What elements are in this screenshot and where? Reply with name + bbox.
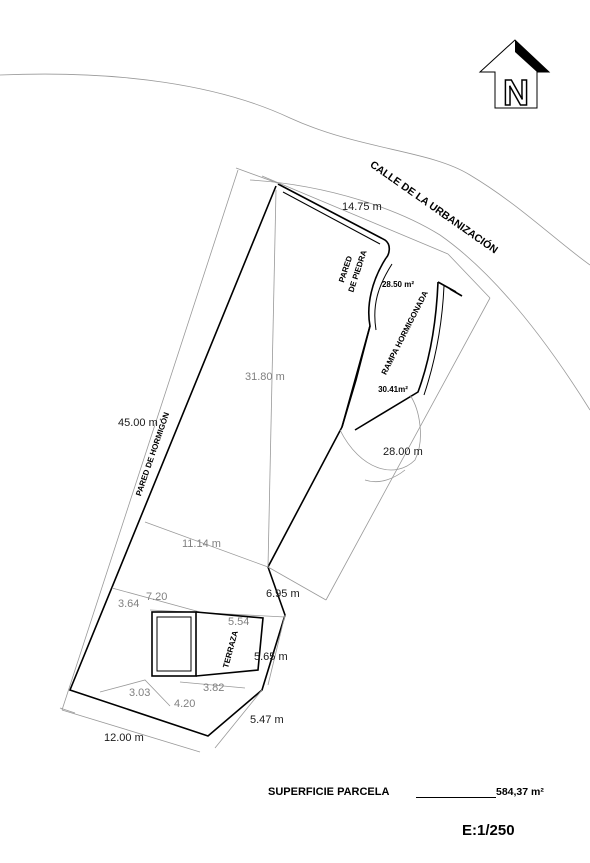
dim-line-right-ticks	[447, 253, 491, 299]
seg-547-line	[214, 689, 263, 749]
dim-5-47: 5.47 m	[250, 714, 284, 726]
ramp-arc	[339, 394, 421, 471]
dim-house-4-20: 4.20	[174, 698, 195, 710]
dim-left-side: 45.00 m	[118, 417, 158, 429]
dim-ramp-side: 28.00 m	[383, 446, 423, 458]
house-rect-inner	[156, 616, 192, 672]
dim-bottom-width: 12.00 m	[104, 732, 144, 744]
ramp-inner	[423, 285, 445, 396]
scale-label: E:1/250	[462, 822, 515, 839]
dim-mid-width: 11.14 m	[182, 538, 221, 550]
house-rect	[151, 611, 197, 677]
ramp-arc-2	[364, 469, 406, 483]
dim-house-3-03: 3.03	[129, 687, 150, 699]
stone-wall-inner	[374, 263, 393, 331]
dim-front-width: 14.75 m	[342, 201, 382, 213]
dim-line-left-ticks	[59, 167, 281, 714]
street-edge-upper	[0, 73, 590, 266]
dim-line-top	[261, 175, 449, 255]
surface-underline	[416, 797, 496, 798]
area-ramp-label: 30.41m²	[378, 385, 408, 394]
dim-5-65: 5.65 m	[254, 651, 288, 663]
dim-house-5-54: 5.54	[228, 616, 249, 628]
parcel-boundary	[68, 185, 371, 737]
seg-565-line	[267, 614, 286, 686]
surface-label: SUPERFICIE PARCELA	[268, 786, 390, 798]
dim-diagonal: 31.80 m	[245, 371, 285, 383]
dim-line-right	[325, 297, 491, 601]
dim-house-7-20: 7.20	[146, 591, 167, 603]
terrace-outline	[195, 611, 264, 677]
ramp-outline	[354, 281, 439, 431]
dim-house-3-82: 3.82	[203, 682, 224, 694]
dim-house-3-64: 3.64	[118, 598, 139, 610]
mid-line	[144, 521, 269, 568]
ramp-label: RAMPA HORMIGONADA	[380, 289, 430, 376]
north-arrow-icon: N	[478, 39, 551, 114]
surface-value: 584,37 m²	[496, 786, 544, 798]
front-wall	[277, 183, 391, 259]
diagonal-line	[267, 189, 277, 568]
dim-6-95: 6.95 m	[266, 588, 300, 600]
dim-line-bottom	[61, 709, 201, 753]
dim-line-left	[61, 169, 239, 711]
street-edge-lower	[249, 179, 590, 411]
stone-wall-label-2: DE PIEDRA	[347, 249, 369, 293]
seg-695-line	[267, 566, 327, 601]
terrace-label: TERRAZA	[221, 630, 240, 669]
north-letter: N	[503, 72, 529, 113]
ramp-end	[437, 281, 463, 297]
area-top-label: 28.50 m²	[382, 280, 414, 289]
stone-wall	[341, 257, 387, 428]
front-wall-inner	[282, 191, 381, 245]
